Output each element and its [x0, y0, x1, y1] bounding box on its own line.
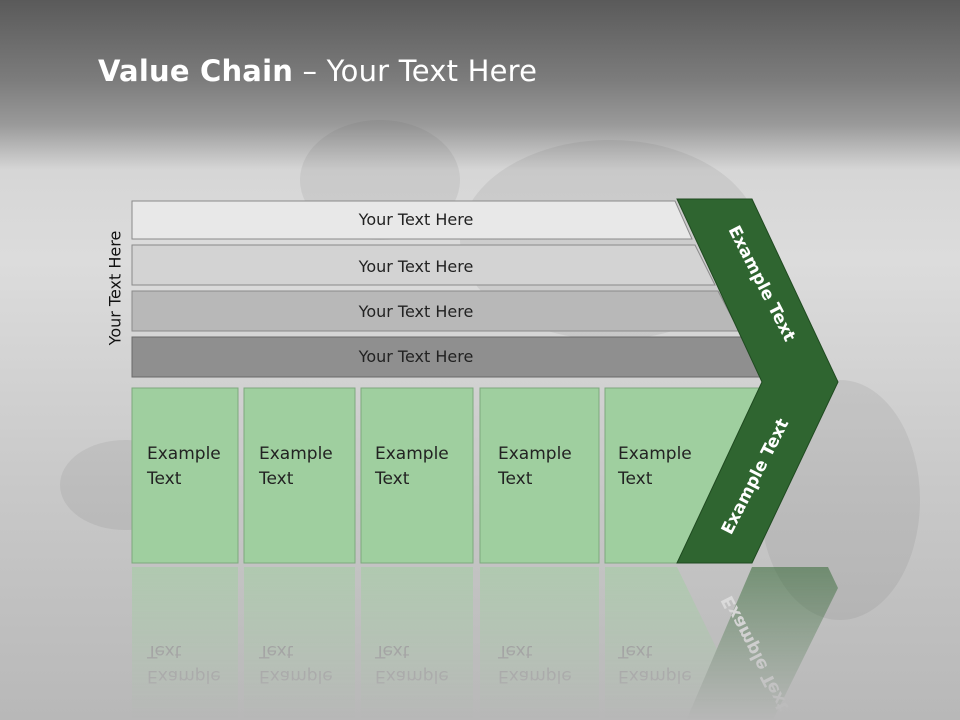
bar-2-label: Your Text Here	[358, 257, 474, 276]
reflection-box	[361, 567, 473, 720]
activity-box-3[interactable]: Example Text	[360, 387, 474, 564]
bar-2-shape	[131, 244, 716, 286]
activity-box-2-line1: Example	[259, 444, 333, 464]
activity-box-2-shape	[243, 387, 356, 564]
activity-box-1-shape	[131, 387, 239, 564]
activity-boxes: Example Text Example Text Example Text E…	[131, 387, 763, 564]
activity-box-1-line2: Text	[146, 469, 182, 489]
reflection-text: Example	[618, 666, 692, 686]
reflection-text: Text	[258, 641, 294, 661]
bar-1-shape	[131, 200, 693, 240]
bar-2[interactable]: Your Text Here	[131, 244, 716, 286]
title-rest: – Your Text Here	[293, 54, 538, 88]
bar-3-label: Your Text Here	[358, 302, 474, 321]
activity-box-3-line2: Text	[374, 469, 410, 489]
reflection-chevron	[686, 567, 838, 720]
reflection-text: Example	[498, 666, 572, 686]
activity-box-1[interactable]: Example Text	[131, 387, 239, 564]
reflection-text: Example	[147, 666, 221, 686]
activity-box-2[interactable]: Example Text	[243, 387, 356, 564]
activity-box-5-line2: Text	[617, 469, 653, 489]
bar-1-label: Your Text Here	[358, 210, 474, 229]
reflection-text: Example	[259, 666, 333, 686]
activity-box-4-line1: Example	[498, 444, 572, 464]
activity-box-1-line1: Example	[147, 444, 221, 464]
bar-3[interactable]: Your Text Here	[131, 290, 740, 332]
activity-box-5-line1: Example	[618, 444, 692, 464]
reflection-box	[244, 567, 355, 720]
reflection-text: Text	[146, 641, 182, 661]
reflection: Example Text Example Text Example Text E…	[132, 567, 838, 720]
reflection-text: Example	[375, 666, 449, 686]
reflection-box	[132, 567, 238, 720]
bar-4-label: Your Text Here	[358, 347, 474, 366]
activity-box-3-line1: Example	[375, 444, 449, 464]
slide-title: Value Chain – Your Text Here	[98, 54, 537, 88]
activity-box-4-shape	[479, 387, 600, 564]
chevron-shape	[676, 198, 839, 564]
title-bold: Value Chain	[98, 54, 294, 88]
activity-box-2-line2: Text	[258, 469, 294, 489]
reflection-text: Text	[374, 641, 410, 661]
activity-box-3-shape	[360, 387, 474, 564]
reflection-box	[480, 567, 599, 720]
reflection-text: Text	[497, 641, 533, 661]
bar-stack: Your Text Here Your Text Here Your Text …	[131, 200, 764, 378]
reflection-text: Text	[617, 641, 653, 661]
bar-4[interactable]: Your Text Here	[131, 336, 764, 378]
activity-box-4[interactable]: Example Text	[479, 387, 600, 564]
activity-box-4-line2: Text	[497, 469, 533, 489]
bar-1[interactable]: Your Text Here	[131, 200, 693, 240]
